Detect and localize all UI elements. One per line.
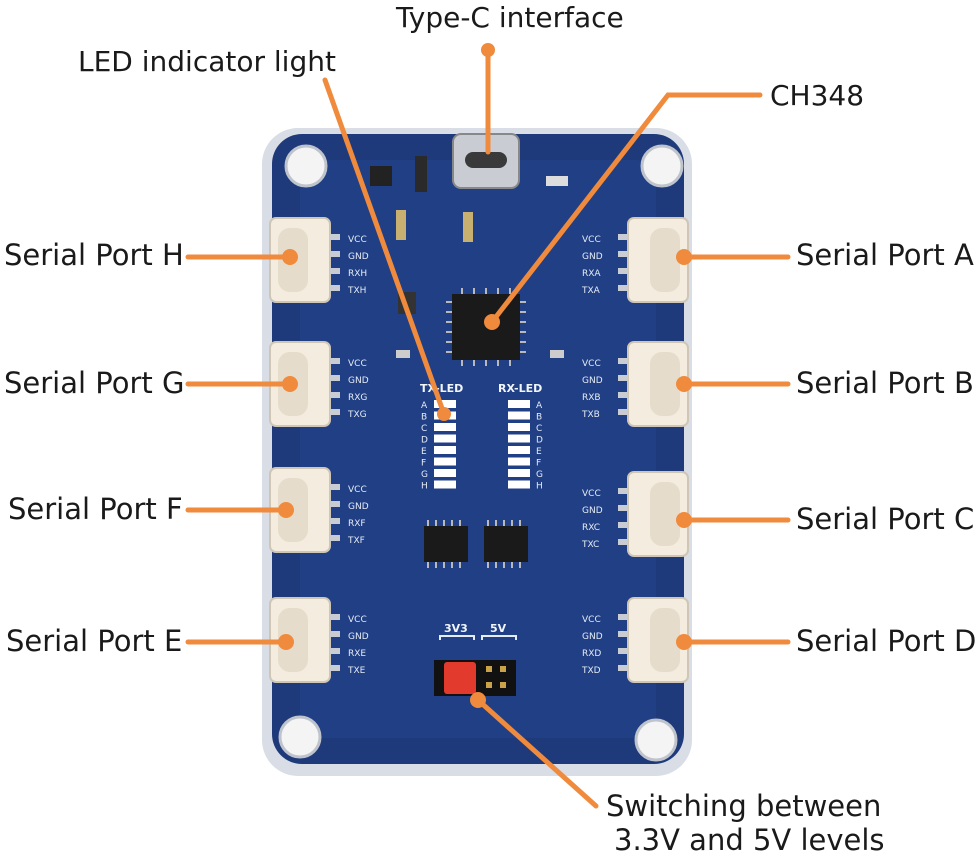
led-letter: A [536,401,543,411]
led-letter: F [421,459,426,469]
ch348-chip [446,288,526,366]
pin-label: VCC [582,235,601,245]
serial-port-b-label: Serial Port B [796,366,974,400]
level-shifter-chips [424,520,528,568]
label-3v3: 3V3 [444,622,468,635]
serial-port-g-label: Serial Port G [4,366,185,400]
led-letter: E [536,447,542,457]
label-5v: 5V [490,622,507,635]
pin-label: TXG [347,410,367,420]
rx-led [508,457,530,466]
serial-connectors: VCC GND RXH TXH VCC GND RXG TXG VCC GND RXF TXF VCC G… [269,217,689,683]
pin-label: GND [582,506,603,516]
pin-label: RXG [348,393,367,403]
led-letter: G [421,470,428,480]
led-letter: E [421,447,427,457]
pin-label: VCC [582,359,601,369]
pin-label: GND [348,252,369,262]
pin-label: RXA [582,269,601,279]
pin-label: VCC [582,615,601,625]
serial-port-f-label: Serial Port F [8,492,183,526]
pin-label: TXB [581,410,600,420]
serial-port-a-label: Serial Port A [796,238,974,272]
pin-label: TXD [581,666,601,676]
rx-led [508,400,530,408]
pin-label: RXF [348,519,366,529]
tx-led [434,469,456,477]
ch348-label: CH348 [770,79,865,112]
pin-label: VCC [348,485,367,495]
usb-c-port [452,133,520,189]
led-letter: C [421,424,427,434]
led-letter: C [536,424,542,434]
led-letter: B [536,413,542,423]
pin-label: GND [348,632,369,642]
switch-label-line1: Switching between [606,789,882,823]
connector-port-d: VCC GND RXD TXD [581,597,689,683]
rx-led [508,480,530,489]
pin-label: TXF [347,536,365,546]
rx-led [508,423,530,431]
tx-led [434,480,456,489]
type-c-label: Type-C interface [396,1,624,34]
serial-port-c-label: Serial Port C [796,502,975,536]
pin-label: VCC [348,359,367,369]
pin-label: RXH [348,269,367,279]
rx-led [508,411,530,420]
rx-led [508,469,530,477]
tx-led [434,434,456,443]
serial-port-d-label: Serial Port D [796,624,977,658]
pin-label: GND [348,502,369,512]
led-letter: H [421,482,428,492]
pin-label: RXB [582,393,601,403]
pin-label: TXH [347,286,366,296]
serial-port-h-label: Serial Port H [4,238,184,272]
rx-led-label: RX-LED [498,382,542,395]
led-indicator-label: LED indicator light [78,45,336,78]
connector-port-b: VCC GND RXB TXB [581,341,689,427]
pin-label: RXE [348,649,366,659]
tx-led [434,423,456,431]
pin-label: GND [348,376,369,386]
connector-port-e: VCC GND RXE TXE [269,597,369,683]
rx-led [508,434,530,443]
pin-label: GND [582,252,603,262]
pin-label: VCC [582,489,601,499]
led-letter: G [536,470,543,480]
led-letter: H [536,482,543,492]
pin-label: TXE [347,666,366,676]
tx-led [434,457,456,466]
pin-label: RXD [582,649,601,659]
callout-lines [185,47,791,809]
rx-led [508,446,530,454]
pin-label: TXA [581,286,601,296]
tx-led [434,400,456,408]
pin-label: RXC [582,523,600,533]
pin-label: GND [582,376,603,386]
pin-label: VCC [348,235,367,245]
callout-dots [278,43,692,708]
led-letter: B [421,413,427,423]
serial-port-e-label: Serial Port E [6,624,183,658]
led-letter: D [421,436,428,446]
led-letter: F [536,459,541,469]
connector-port-a: VCC GND RXA TXA [581,217,689,303]
pin-label: TXC [581,540,599,550]
pin-label: VCC [348,615,367,625]
tx-led-label: TX-LED [420,382,463,395]
tx-led [434,446,456,454]
pin-label: GND [582,632,603,642]
standoff-screws [278,144,684,762]
led-letter: D [536,436,543,446]
voltage-jumper-header [434,660,516,696]
switch-label-line2: 3.3V and 5V levels [614,823,885,857]
connector-port-c: VCC GND RXC TXC [581,471,689,557]
led-letter: A [421,401,428,411]
